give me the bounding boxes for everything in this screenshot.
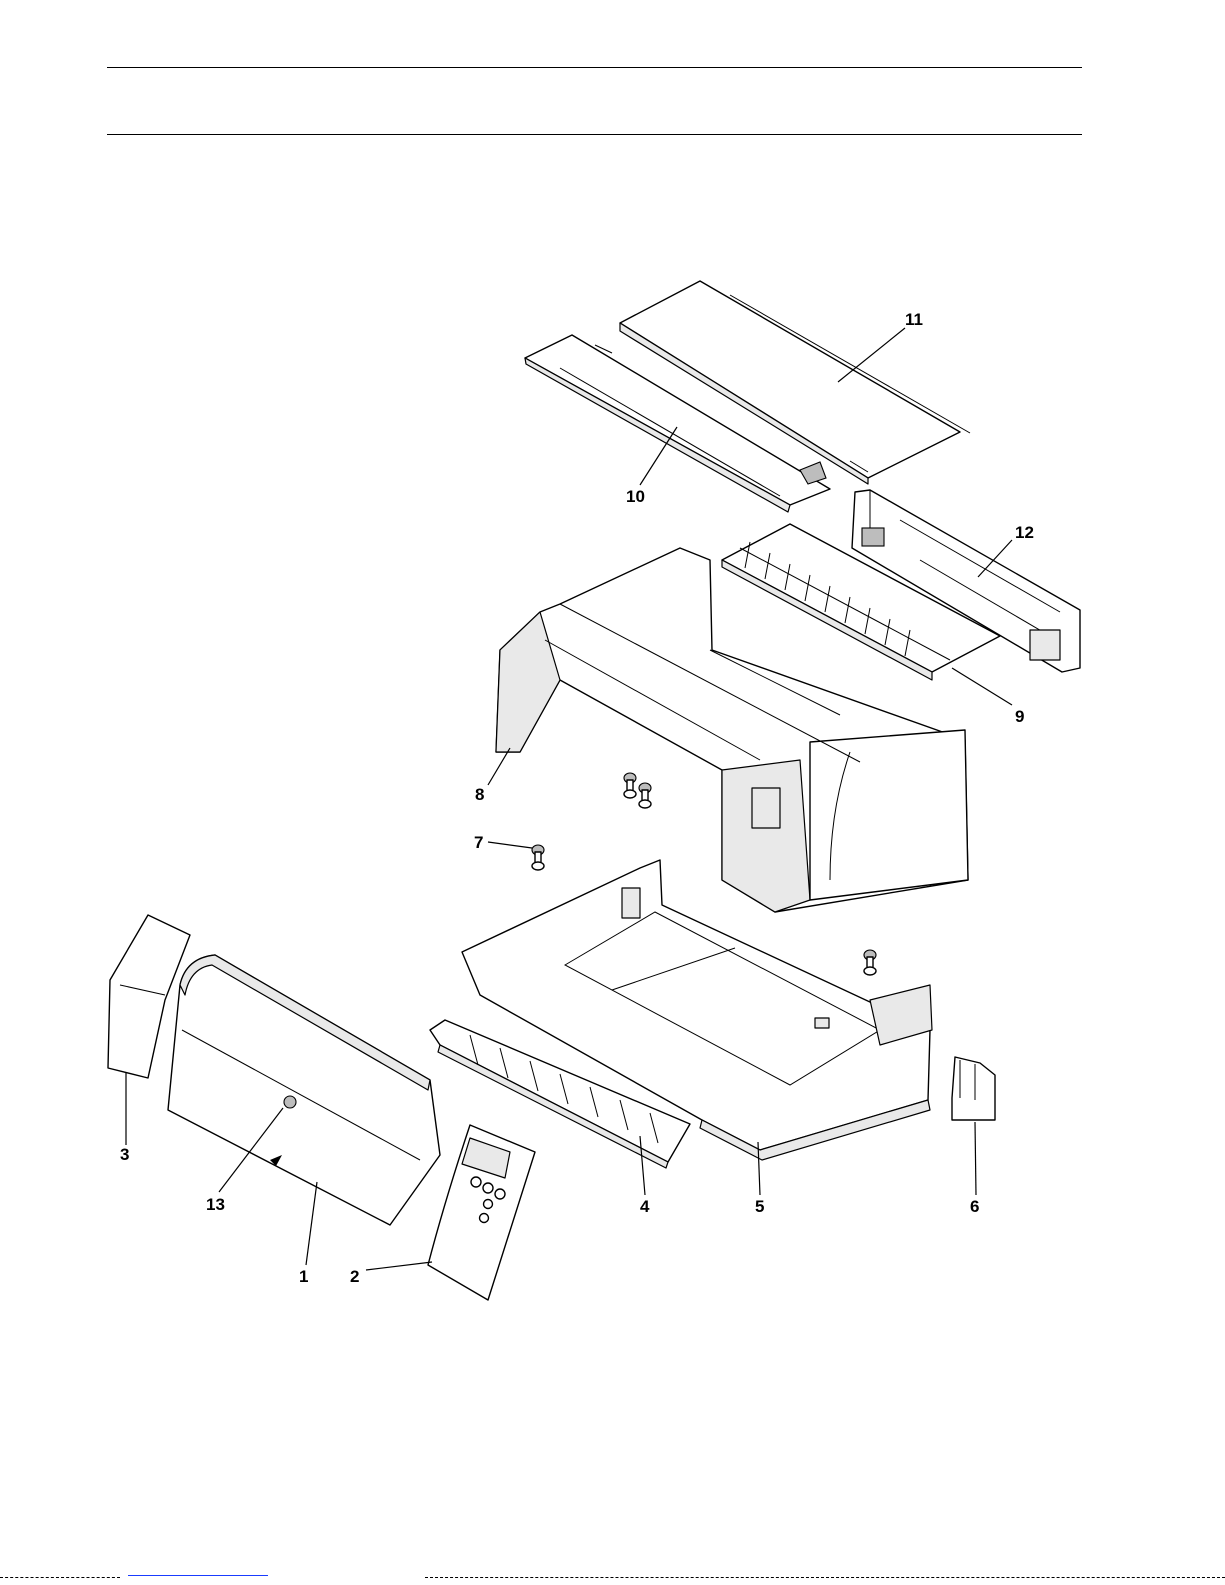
callout-4: 4 bbox=[640, 1197, 650, 1216]
callout-5: 5 bbox=[755, 1197, 764, 1216]
callout-3: 3 bbox=[120, 1145, 129, 1164]
footer-rule-left bbox=[0, 1577, 120, 1578]
callout-7: 7 bbox=[474, 833, 483, 852]
callout-6: 6 bbox=[970, 1197, 979, 1216]
callout-12: 12 bbox=[1015, 523, 1034, 542]
footer-rule-right bbox=[425, 1577, 1225, 1578]
callout-1: 1 bbox=[299, 1267, 308, 1286]
part-6-bracket bbox=[952, 1057, 995, 1120]
callout-13: 13 bbox=[206, 1195, 225, 1214]
callout-11: 11 bbox=[905, 310, 923, 329]
callout-10: 10 bbox=[626, 487, 645, 506]
part-5-base-chassis bbox=[462, 860, 932, 1160]
footer-link-underline[interactable] bbox=[128, 1575, 268, 1576]
part-1-front-cover bbox=[168, 955, 440, 1225]
callout-9: 9 bbox=[1015, 707, 1024, 726]
part-2-control-panel bbox=[428, 1125, 535, 1300]
callout-8: 8 bbox=[475, 785, 484, 804]
callout-2: 2 bbox=[350, 1267, 359, 1286]
